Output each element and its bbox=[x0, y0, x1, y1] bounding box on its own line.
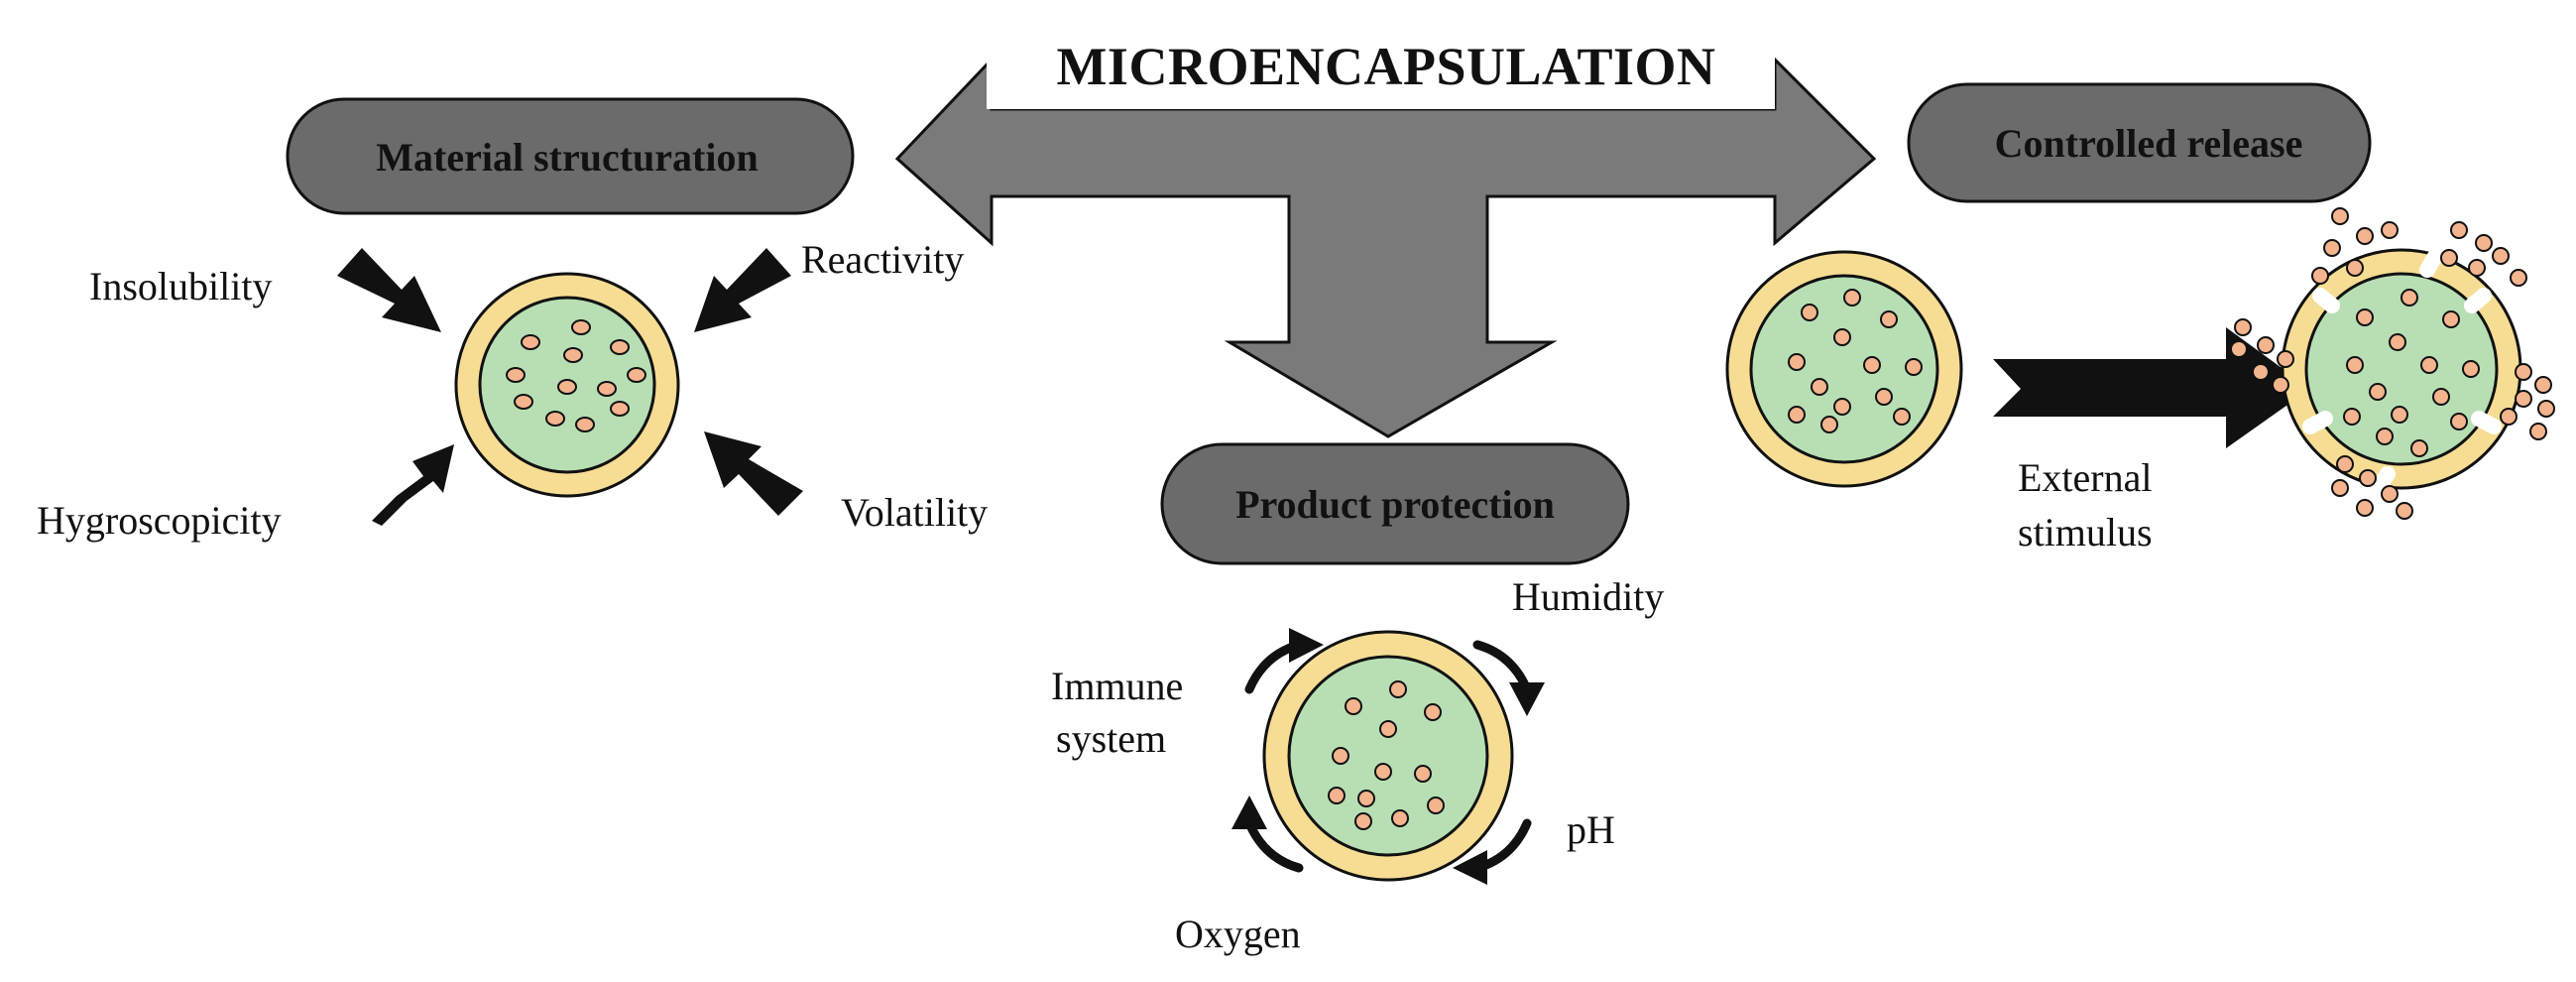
ph-label: pH bbox=[1567, 807, 1615, 852]
insolubility-label: Insolubility bbox=[89, 264, 272, 308]
material-structuration-pill bbox=[286, 97, 855, 215]
title-box bbox=[987, 28, 1775, 109]
capsule-releasing bbox=[2230, 207, 2555, 520]
volatility-arrow bbox=[704, 431, 803, 516]
insolubility-arrow bbox=[337, 248, 441, 332]
stimulus-label: stimulus bbox=[2018, 510, 2153, 554]
capsule-protection bbox=[1262, 630, 1514, 882]
external-label: External bbox=[2018, 455, 2153, 500]
reactivity-label: Reactivity bbox=[801, 237, 964, 282]
hygroscopicity-label: Hygroscopicity bbox=[37, 498, 282, 543]
product-protection-label: Product protection bbox=[1235, 482, 1555, 527]
oxygen-arrowhead bbox=[1231, 796, 1267, 829]
oxygen-label: Oxygen bbox=[1175, 912, 1301, 956]
immune-label: Immune bbox=[1051, 664, 1183, 708]
volatility-label: Volatility bbox=[841, 490, 988, 535]
diagram-title: MICROENCAPSULATION bbox=[1056, 37, 1715, 96]
capsule-material bbox=[454, 272, 680, 498]
humidity-label: Humidity bbox=[1512, 574, 1664, 619]
immune-arrowhead bbox=[1289, 628, 1324, 663]
ph-arrowhead bbox=[1453, 850, 1487, 885]
reactivity-arrow bbox=[694, 248, 791, 332]
capsule-intact bbox=[1725, 250, 1963, 488]
controlled-release-pill bbox=[1907, 82, 2372, 203]
hygroscopicity-arrow bbox=[372, 444, 454, 526]
system-label: system bbox=[1056, 716, 1166, 761]
controlled-release-label: Controlled release bbox=[1995, 121, 2303, 166]
product-protection-pill bbox=[1160, 442, 1630, 565]
external-stimulus-arrow bbox=[1993, 327, 2310, 448]
material-structuration-label: Material structuration bbox=[376, 135, 758, 180]
humidity-arrowhead bbox=[1509, 682, 1545, 716]
